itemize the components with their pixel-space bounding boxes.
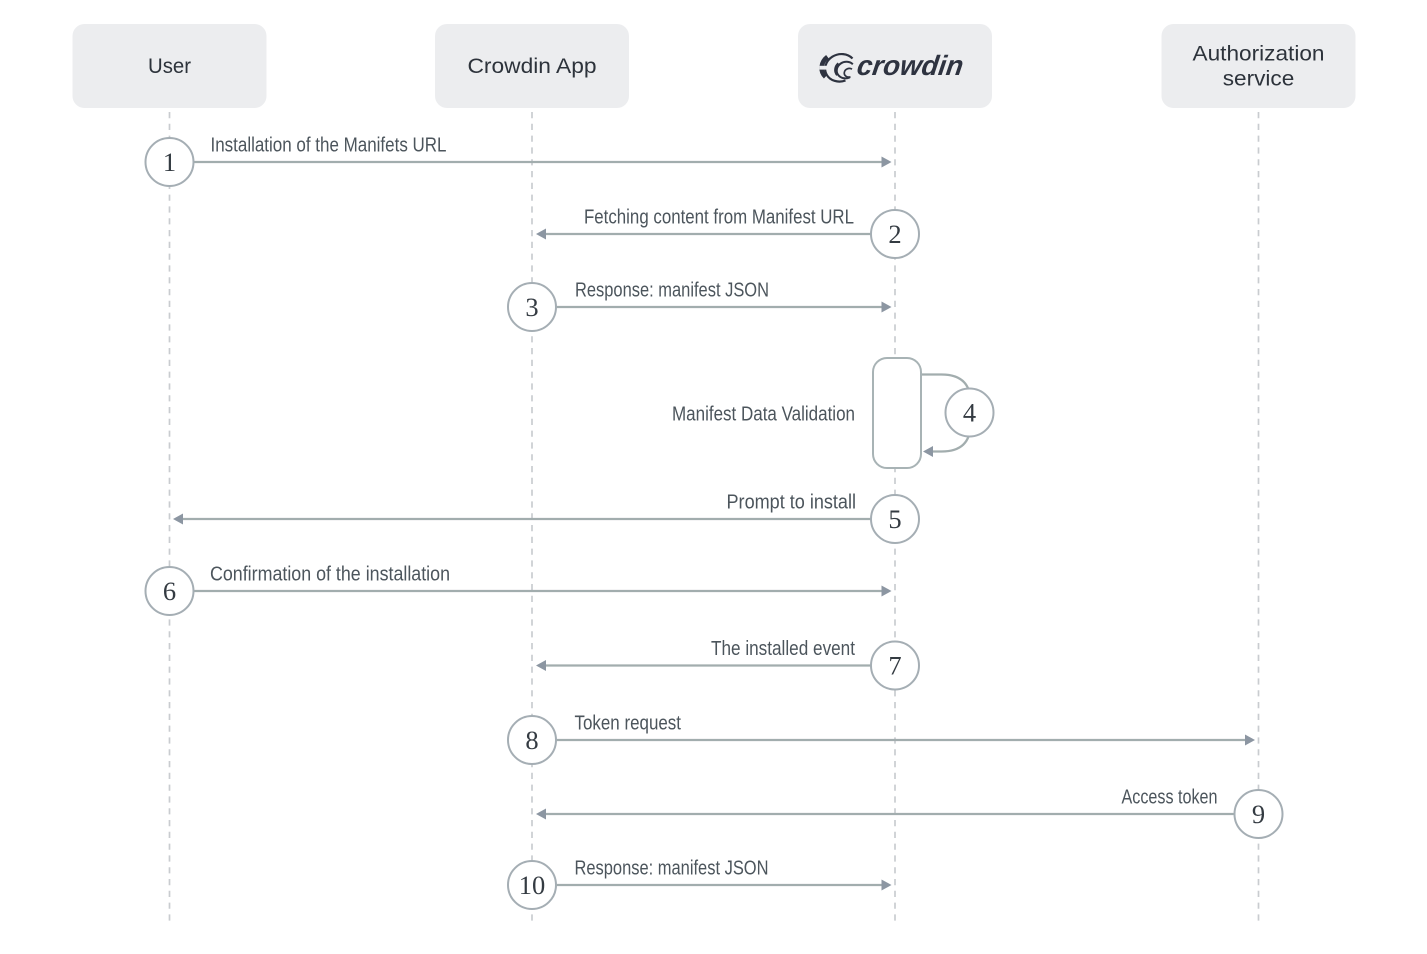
svg-text:2: 2: [888, 219, 901, 249]
svg-text:Access token: Access token: [1122, 787, 1218, 809]
svg-text:Fetching content from Manifest: Fetching content from Manifest URL: [584, 207, 854, 229]
svg-text:9: 9: [1252, 799, 1265, 829]
svg-text:Response: manifest JSON: Response: manifest JSON: [575, 858, 769, 880]
svg-text:Prompt to install: Prompt to install: [727, 492, 857, 514]
svg-text:7: 7: [888, 651, 901, 681]
svg-text:Manifest Data Validation: Manifest Data Validation: [672, 404, 855, 426]
svg-text:Installation of the Manifets U: Installation of the Manifets URL: [211, 135, 447, 157]
svg-text:The installed event: The installed event: [711, 638, 855, 660]
svg-text:Token request: Token request: [575, 713, 682, 735]
svg-text:5: 5: [888, 504, 901, 534]
svg-text:8: 8: [525, 725, 538, 755]
svg-text:3: 3: [525, 292, 538, 322]
svg-text:User: User: [148, 54, 191, 78]
svg-text:Confirmation of the installati: Confirmation of the installation: [210, 564, 450, 586]
svg-text:1: 1: [163, 147, 176, 177]
svg-text:Response: manifest JSON: Response: manifest JSON: [575, 280, 769, 302]
svg-text:crowdin: crowdin: [855, 50, 965, 81]
svg-text:service: service: [1223, 67, 1295, 91]
svg-text:Crowdin App: Crowdin App: [468, 54, 597, 78]
svg-text:6: 6: [163, 576, 176, 606]
svg-text:4: 4: [963, 398, 976, 428]
svg-text:10: 10: [519, 870, 546, 900]
svg-text:Authorization: Authorization: [1193, 42, 1325, 66]
